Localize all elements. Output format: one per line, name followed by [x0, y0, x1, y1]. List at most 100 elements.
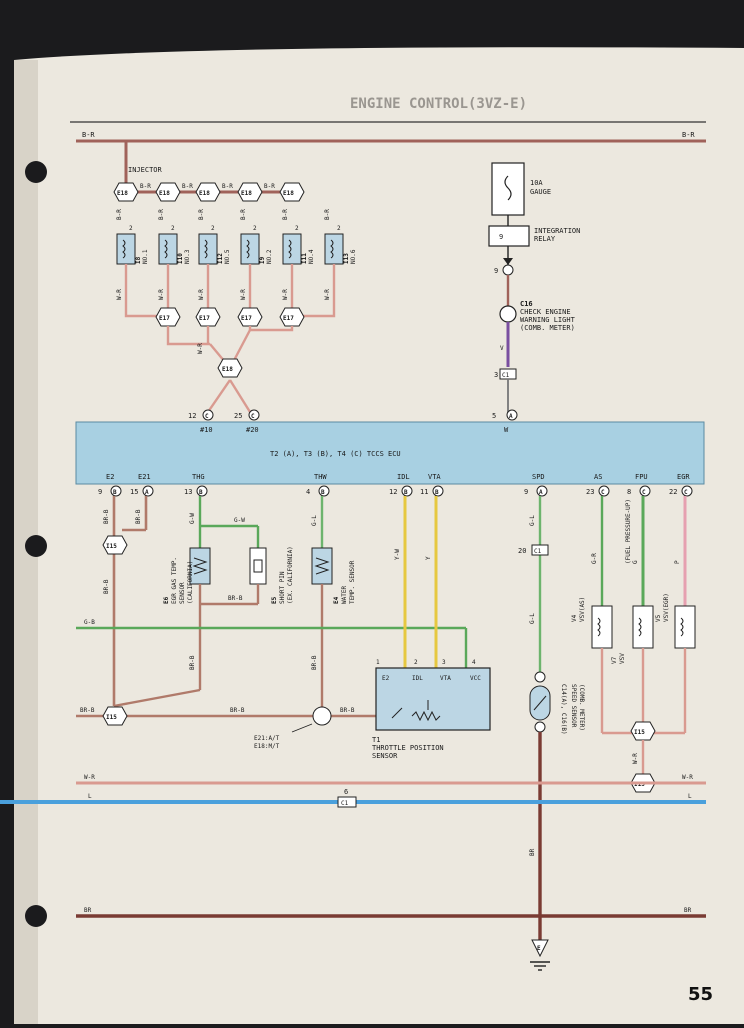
relay-name: INTEGRATION [534, 227, 580, 235]
ecu-pin-connector [681, 485, 693, 497]
warning-light-line3: (COMB. METER) [520, 324, 575, 332]
wire-label-br-b-9: BR-B [340, 707, 355, 714]
wire-label-w-r-vsv: W-R [632, 753, 639, 764]
connector-e18-lower-label: E18 [222, 366, 233, 373]
c1-pin-3: 3 [494, 371, 498, 379]
wire-label-br-b-4: BR-B [228, 595, 243, 602]
injector-code: I12 [217, 253, 224, 264]
ecu-top-pin-connector [248, 409, 260, 421]
c1-pin-6: 6 [344, 788, 348, 796]
coil-icon [246, 239, 250, 259]
wire-label-br-b-8: BR-B [230, 707, 245, 714]
ecu-pin-label: EGR [677, 473, 690, 481]
t1-pin-name: VTA [440, 675, 451, 682]
wire-label-b-r: B-R [140, 183, 151, 190]
wire-label-br-b-1: BR-B [103, 509, 110, 524]
connector-e18 [279, 182, 305, 202]
t1-pin-number: 2 [414, 659, 418, 666]
relay-name-2: RELAY [534, 235, 556, 243]
connector-e18 [155, 182, 181, 202]
ground-connector-e [531, 939, 549, 958]
ecu-pin-connector [110, 485, 122, 497]
wire-label-g-l-spd-2: G-L [529, 613, 536, 624]
c1-pin-20: 20 [518, 547, 526, 555]
wire-label-p: P [674, 560, 681, 564]
thermistor-icon [314, 557, 330, 575]
injector-name: NO.1 [142, 249, 149, 264]
ecu-pin-label: FPU [635, 473, 648, 481]
injector-code: I11 [301, 253, 308, 264]
wire-label-br-left: BR [84, 907, 92, 914]
ecu-top-pin-number: 12 [188, 412, 196, 420]
c14-code: C14(A), C16(B) [560, 684, 567, 735]
wire-label-b-r: B-R [282, 209, 289, 220]
e4-line1: WATER [341, 586, 348, 604]
ecu-pin-label: AS [594, 473, 602, 481]
wire-w-r-ecu-10 [207, 379, 231, 413]
ecu-pin-conn: B [321, 489, 325, 496]
header-title: ENGINE CONTROL(3VZ-E) [350, 96, 527, 112]
ecu-pin-label: THW [314, 473, 327, 481]
coil-icon [122, 239, 126, 259]
wire-label-g-w: G-W [189, 513, 196, 524]
connector-pin: 2 [253, 225, 257, 232]
connector-b-spd [534, 721, 546, 733]
connector-d-pin: 9 [494, 267, 498, 275]
e6-code: E6 [163, 596, 170, 604]
connector-i15-b-label: I15 [106, 714, 117, 721]
vsv-egr [674, 605, 696, 649]
relay-pin: 9 [499, 233, 503, 241]
connector-e17 [237, 307, 263, 327]
injector-body [198, 233, 218, 265]
connector-e17 [195, 307, 221, 327]
injector-name: NO.2 [266, 249, 273, 264]
vsv-as [591, 605, 613, 649]
vsv-fpu-name2: (FUEL PRESSURE-UP) [625, 499, 632, 564]
connector-e17-label: E17 [283, 315, 294, 322]
ecu-pin-label: VTA [428, 473, 441, 481]
ecu-top-pin-number: 5 [492, 412, 496, 420]
ecu-pin-connector [639, 485, 651, 497]
ecu-pin-connector [536, 485, 548, 497]
ecu-top-pin-label: #10 [200, 426, 213, 434]
connector-e17-label: E17 [241, 315, 252, 322]
ecu-pin-label: E21 [138, 473, 151, 481]
injector-name: NO.4 [308, 249, 315, 264]
wire-label-g-r: G-R [591, 553, 598, 564]
junction-note-line2: E18:M/T [254, 743, 280, 750]
warning-light-line1: CHECK ENGINE [520, 308, 571, 316]
t1-pin-number: 1 [376, 659, 380, 666]
ecu-pin-connector [401, 485, 413, 497]
connector-e17-label: E17 [159, 315, 170, 322]
vsv-fpu-name: VSV [619, 653, 626, 664]
c14-line1: SPEED SENSOR [570, 684, 577, 728]
injector-code: I9 [259, 256, 266, 264]
coil-icon [288, 239, 292, 259]
wire-label-g: G [632, 560, 639, 564]
coil-icon [680, 617, 684, 637]
wire-label-l-right: L [688, 793, 692, 800]
connector-e17-label: E17 [199, 315, 210, 322]
e4-line2: TEMP. SENSOR [349, 560, 356, 604]
connector-pin: 2 [171, 225, 175, 232]
binder-hole [25, 905, 47, 927]
wire-w-r-ecu-20 [228, 379, 252, 413]
wire-label-b-r: B-R [264, 183, 275, 190]
wire-br-b-diag [113, 688, 201, 708]
ecu-top-pin-connector [202, 409, 214, 421]
ecu-pin-number: 22 [669, 488, 677, 496]
fuse-icon [504, 175, 512, 201]
wire-label-g-l-spd: G-L [529, 515, 536, 526]
wire-w-r-e17-out-a [166, 326, 210, 346]
injector-code: I10 [177, 253, 184, 264]
connector-c1-spd [531, 544, 549, 556]
ecu-title: T2 (A), T3 (B), T4 (C) TCCS ECU [270, 450, 401, 458]
short-pin-icon [253, 559, 263, 573]
ecu-top-pin-conn: A [509, 413, 513, 420]
connector-c1-spd-label: C1 [534, 548, 542, 555]
vsv-fpu-code: V7 [611, 656, 618, 664]
ecu-pin-conn: B [435, 489, 439, 496]
injector-body [116, 233, 136, 265]
